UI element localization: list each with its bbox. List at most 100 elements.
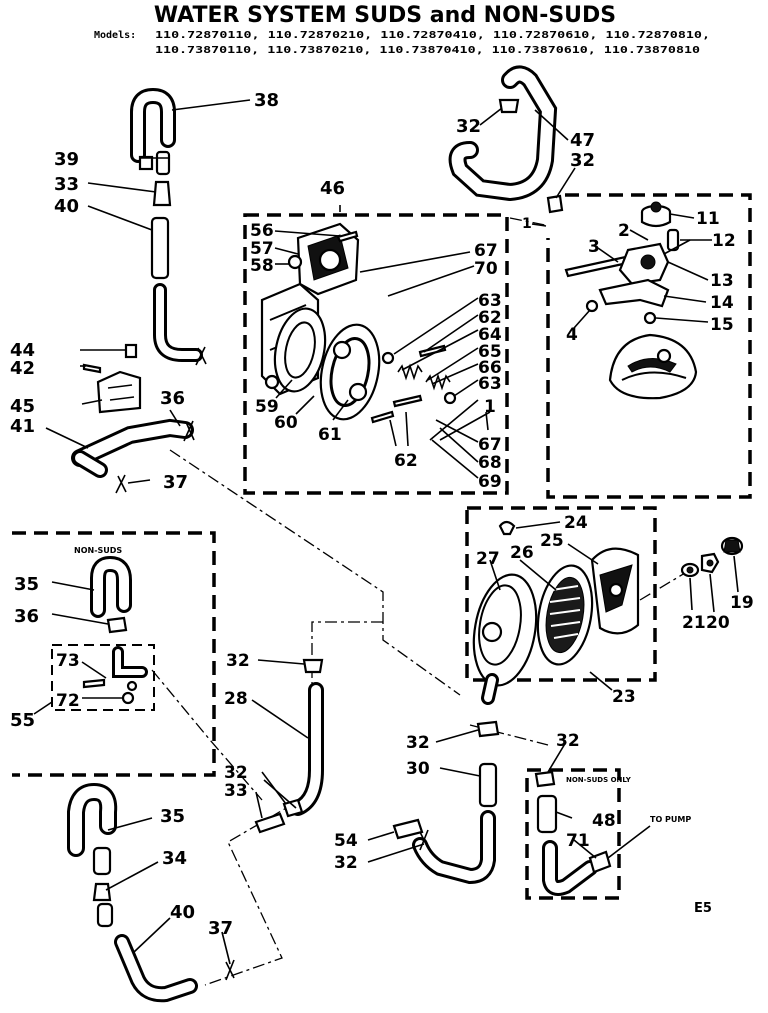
callout-36: 36 (14, 606, 39, 627)
group-box-23 (465, 506, 657, 682)
connector-33-lower (254, 812, 286, 834)
label-non-suds: NON-SUDS (74, 546, 122, 555)
callout-47: 47 (570, 130, 595, 151)
callout-72: 72 (56, 691, 80, 711)
callout-4: 4 (566, 325, 578, 345)
callout-36: 36 (160, 388, 185, 409)
callout-59: 59 (255, 397, 279, 417)
callout-71: 71 (566, 831, 590, 851)
callout-56: 56 (250, 221, 274, 241)
group-box-46 (243, 213, 509, 495)
callout-70: 70 (474, 259, 498, 279)
callout-33: 33 (54, 174, 79, 195)
callout-62: 62 (394, 451, 418, 471)
hose-47 (448, 65, 558, 202)
hose-30 (478, 762, 498, 808)
pin-4 (585, 299, 599, 313)
gasket-60 (273, 307, 327, 393)
callout-39: 39 (54, 149, 79, 170)
washer-21 (680, 562, 700, 578)
callout-40: 40 (54, 196, 79, 217)
screw-42 (82, 363, 102, 374)
models-line-1: 110.72870110, 110.72870210, 110.72870410… (155, 30, 710, 41)
screw-73 (82, 678, 106, 689)
callout-65: 65 (478, 342, 502, 362)
pin-62-upper (418, 344, 447, 358)
clamp-36-upper (195, 346, 207, 366)
hose-40-bend (114, 934, 198, 1003)
callout-32: 32 (224, 763, 248, 783)
callout-58: 58 (250, 256, 274, 276)
callout-44: 44 (10, 340, 35, 361)
callout-63: 63 (478, 374, 502, 394)
page-code: E5 (694, 901, 712, 916)
callout-19: 19 (730, 593, 754, 613)
clamp-36-lower (183, 420, 195, 442)
callout-54: 54 (334, 831, 358, 851)
callout-25: 25 (540, 531, 564, 551)
leader-lines (33, 99, 739, 965)
callout-26: 26 (510, 543, 534, 563)
callout-55: 55 (10, 710, 35, 731)
models-label: Models: (94, 30, 136, 41)
label-to-pump: TO PUMP (650, 815, 691, 824)
clamp-32-upper (498, 98, 520, 114)
clamp-37-upper (115, 474, 127, 494)
group-box-non-suds (12, 531, 216, 777)
phantom-line-valve (509, 217, 546, 226)
callout-32: 32 (570, 150, 595, 171)
connector-33-upper (152, 180, 172, 207)
clamp-36-non-suds (106, 616, 128, 634)
hose-segment-34 (92, 846, 112, 876)
group-box-non-suds-only (525, 768, 621, 900)
callout-27: 27 (476, 549, 500, 569)
spring-65 (397, 363, 423, 381)
valve-base-1 (608, 333, 698, 400)
connector-34 (92, 882, 112, 902)
callout-61: 61 (318, 425, 342, 445)
arm-14 (598, 278, 670, 308)
valve-cap-11 (640, 201, 672, 228)
clamp-39 (138, 155, 154, 171)
callout-1: 1 (522, 216, 532, 232)
bracket-45 (96, 370, 142, 414)
hose-35-non-suds (90, 555, 132, 618)
callout-33: 33 (224, 781, 248, 801)
screw-56 (336, 230, 359, 243)
screw-15 (643, 311, 657, 325)
callout-13: 13 (710, 271, 734, 291)
callout-1: 1 (484, 397, 496, 417)
cap-19 (720, 536, 744, 556)
adapter-55 (82, 646, 148, 705)
grommet-44 (124, 343, 138, 359)
valve-body-58 (287, 222, 360, 296)
diaphragm-61 (319, 323, 381, 421)
callout-numbers: 38 39 33 40 44 42 45 41 36 37 46 56 57 5… (10, 90, 754, 939)
callout-60: 60 (274, 413, 298, 433)
pump-impeller-26 (536, 564, 594, 666)
clamp-32-hose-28-top (302, 658, 324, 674)
callout-24: 24 (564, 513, 588, 533)
callout-12: 12 (712, 231, 736, 251)
callout-32: 32 (226, 651, 250, 671)
callout-15: 15 (710, 315, 734, 335)
phantom-line-hose-28 (311, 621, 383, 700)
models-line-2: 110.73870110, 110.73870210, 110.73870410… (155, 45, 700, 56)
phantom-line-pump (639, 569, 691, 601)
callout-66: 66 (478, 358, 502, 378)
callout-11: 11 (696, 209, 720, 229)
callout-69: 69 (478, 472, 502, 492)
callout-67: 67 (478, 435, 502, 455)
callout-34: 34 (162, 848, 187, 869)
callout-64: 64 (478, 325, 502, 345)
group-box-55 (51, 644, 155, 711)
hose-38 (130, 87, 176, 163)
callout-48: 48 (592, 811, 616, 831)
clamp-32-hose-28-bottom (282, 798, 304, 818)
callout-37: 37 (208, 918, 233, 939)
callout-30: 30 (406, 759, 430, 779)
callout-32: 32 (406, 733, 430, 753)
callout-62: 62 (478, 308, 502, 328)
hose-40-upper (150, 216, 170, 280)
